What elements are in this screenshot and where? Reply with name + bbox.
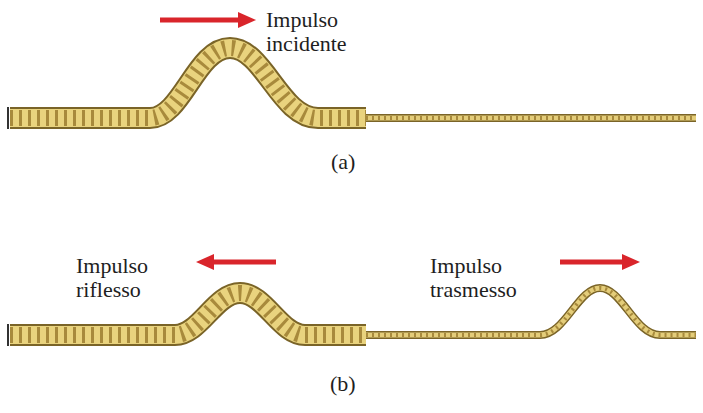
pulse-label: Impulso trasmesso (430, 254, 550, 302)
rope-strands (10, 48, 366, 118)
pulse-label: Impulso riflesso (76, 254, 181, 302)
panel-label: (b) (330, 372, 370, 396)
rope-end (7, 324, 9, 346)
direction-arrow (160, 18, 240, 23)
pulse-label: Impulso incidente (266, 8, 376, 56)
rope-end (7, 107, 9, 129)
rope-strands (10, 293, 366, 335)
thick-rope-outline (10, 293, 366, 335)
thin-rope-outline (366, 114, 696, 122)
direction-arrow (560, 260, 624, 265)
arrow-head (196, 254, 214, 270)
thick-rope (10, 293, 366, 335)
thick-rope (10, 48, 366, 118)
panel-label: (a) (331, 150, 371, 174)
direction-arrow (212, 260, 276, 265)
rope-strands (366, 288, 696, 335)
arrow-head (238, 12, 256, 28)
rope-strands (366, 116, 696, 120)
thin-rope (366, 116, 696, 121)
arrow-head (622, 254, 640, 270)
thick-rope-outline (10, 48, 366, 118)
thin-rope-outline (366, 288, 696, 335)
thin-rope (366, 288, 696, 335)
